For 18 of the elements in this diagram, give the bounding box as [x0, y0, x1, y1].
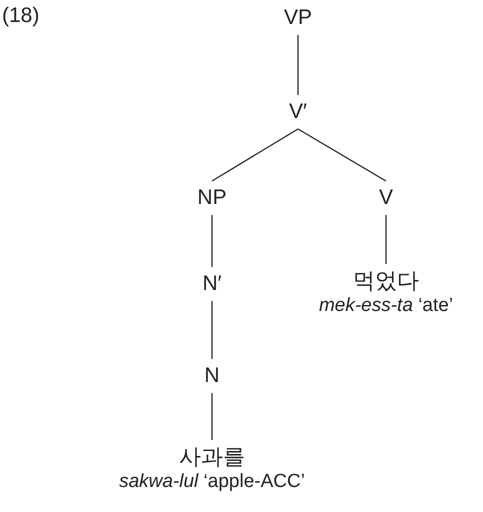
example-number: (18): [2, 4, 40, 28]
korean-word: 사과를: [178, 445, 246, 471]
korean-word: 먹었다: [352, 269, 420, 295]
category-label: N: [204, 364, 220, 388]
gloss-text: mek-ess-ta ‘ate’: [318, 295, 454, 317]
tree-branch: [211, 215, 213, 267]
category-label: N′: [202, 272, 222, 296]
tree-branch: [385, 215, 387, 264]
category-label: VP: [284, 6, 312, 30]
tree-branch: [211, 301, 213, 359]
tree-branch: [297, 35, 299, 95]
tree-branch: [211, 393, 213, 440]
tree-branch: [212, 128, 298, 182]
gloss-text: sakwa-lul ‘apple-ACC’: [119, 471, 305, 493]
category-label: V: [379, 186, 393, 210]
category-label: NP: [197, 186, 227, 210]
category-label: V′: [289, 100, 307, 124]
tree-branch: [298, 128, 386, 182]
